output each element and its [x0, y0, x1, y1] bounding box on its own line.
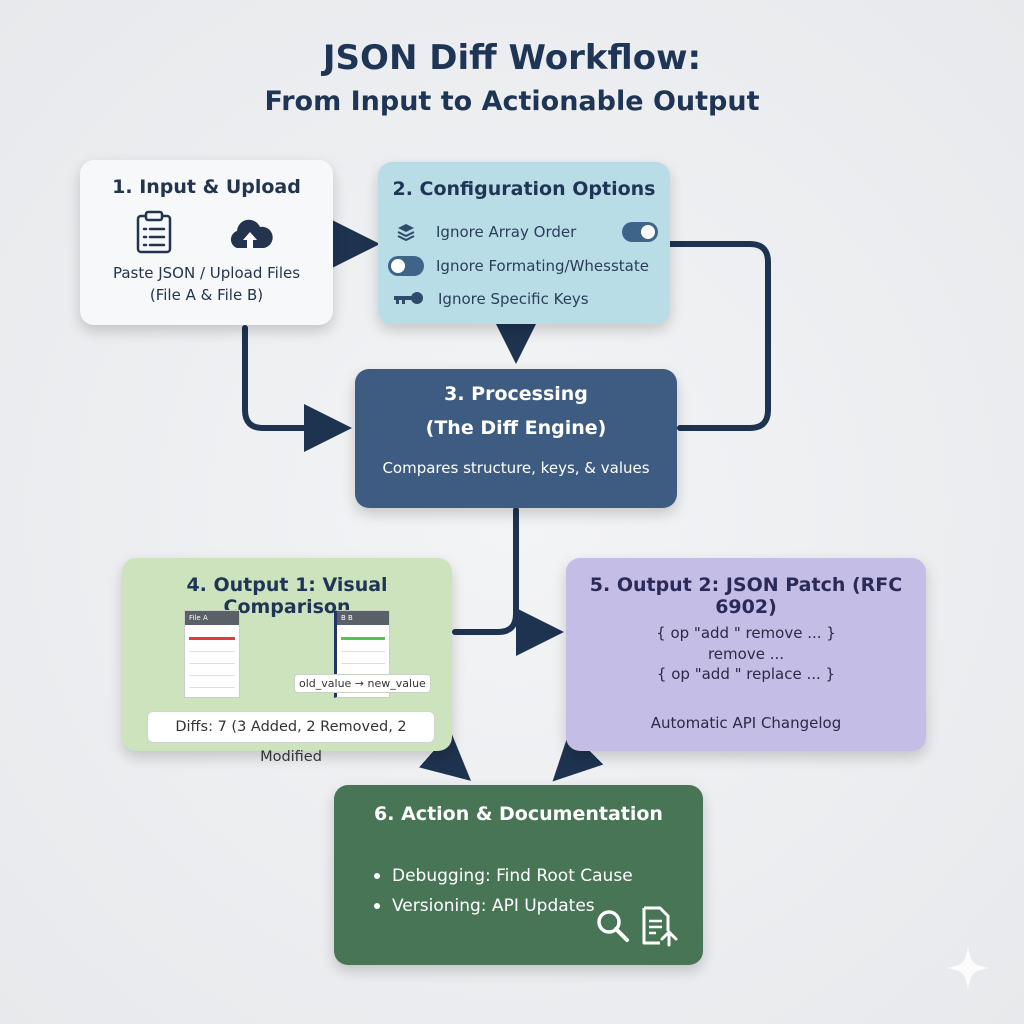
- arrow-3-to-5: [513, 608, 564, 656]
- layers-icon: [397, 224, 415, 242]
- bullet-text: Versioning: API Updates: [392, 896, 595, 916]
- step-action-documentation: 6. Action & Documentation: [334, 785, 703, 965]
- document-upload-icon: [642, 906, 678, 947]
- arrow-1-to-3: [242, 325, 352, 452]
- step6-title: 6. Action & Documentation: [374, 803, 663, 825]
- toggle-ignore-formatting[interactable]: [388, 256, 424, 276]
- cloud-upload-icon: [230, 219, 273, 248]
- step1-line1: Paste JSON / Upload Files: [112, 264, 301, 282]
- option-label: Ignore Formating/Whesstate: [436, 257, 649, 275]
- text-line: [341, 651, 385, 652]
- step4-title: 4. Output 1: Visual Comparison: [186, 574, 388, 618]
- text-line: [189, 663, 235, 664]
- file-a-label: File A: [185, 611, 239, 625]
- key-icon: [394, 292, 423, 304]
- arrow-5-to-6: [552, 730, 604, 782]
- patch-line: { op "add " remove ... }: [656, 624, 836, 642]
- file-b-label: B B: [337, 611, 389, 625]
- step-configuration-options: 2. Configuration Options Ignore Array Or…: [378, 162, 670, 324]
- step3-title-line2: (The Diff Engine): [425, 417, 607, 439]
- patch-line: remove ...: [707, 645, 785, 663]
- bullet-versioning: Versioning: API Updates: [374, 896, 595, 916]
- patch-line: { op "add " replace ... }: [656, 665, 836, 683]
- text-line: [341, 663, 385, 664]
- bullet-dot: [374, 903, 380, 909]
- step1-line2: (File A & File B): [149, 286, 264, 304]
- changelog-label: Automatic API Changelog: [650, 714, 842, 732]
- toggle-ignore-array-order[interactable]: [622, 222, 658, 242]
- step3-title-line1: 3. Processing: [444, 383, 588, 405]
- step1-title: 1. Input & Upload: [112, 176, 301, 198]
- removed-line: [189, 637, 235, 640]
- diagram-subtitle: From Input to Actionable Output: [264, 86, 760, 117]
- arrow-4-to-6: [419, 731, 472, 781]
- arrow-3-to-4: [452, 507, 519, 635]
- diagram-title: JSON Diff Workflow:: [322, 38, 702, 78]
- text-line: [189, 675, 235, 676]
- step-input-upload: 1. Input & Upload Paste JSON / Upload Fi…: [80, 160, 333, 325]
- step3-description: Compares structure, keys, & values: [382, 459, 650, 477]
- change-chip: old_value → new_value: [294, 674, 431, 693]
- option-ignore-array-order: Ignore Array Order: [378, 220, 670, 244]
- sparkle-icon: [946, 946, 990, 990]
- search-icon: [597, 910, 629, 942]
- option-ignore-formatting: Ignore Formating/Whesstate: [378, 254, 670, 278]
- option-label: Ignore Specific Keys: [438, 290, 589, 308]
- bullet-debugging: Debugging: Find Root Cause: [374, 866, 633, 886]
- added-line: [341, 637, 385, 640]
- file-a-panel: File A: [184, 610, 240, 698]
- clipboard-icon: [136, 210, 172, 254]
- option-label: Ignore Array Order: [436, 223, 577, 241]
- step2-title: 2. Configuration Options: [392, 178, 656, 200]
- bullet-text: Debugging: Find Root Cause: [392, 866, 633, 886]
- option-ignore-specific-keys: Ignore Specific Keys: [378, 287, 670, 311]
- bullet-dot: [374, 873, 380, 879]
- text-line: [189, 651, 235, 652]
- step-processing: 3. Processing (The Diff Engine) Compares…: [355, 369, 677, 508]
- text-line: [189, 687, 235, 688]
- step5-title: 5. Output 2: JSON Patch (RFC 6902): [589, 574, 903, 618]
- step-json-patch: 5. Output 2: JSON Patch (RFC 6902) { op …: [566, 558, 926, 751]
- diff-summary: Diffs: 7 (3 Added, 2 Removed, 2 Modified: [147, 711, 435, 765]
- arrow-2-to-3-loop: [667, 241, 771, 431]
